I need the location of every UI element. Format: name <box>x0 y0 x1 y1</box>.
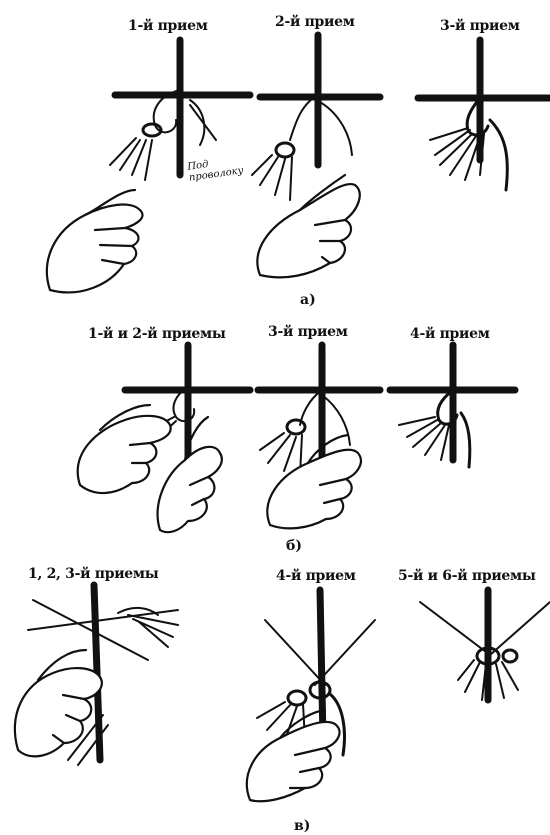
row-a-label-1: 1-й прием <box>128 18 208 34</box>
row-a-label-3: 3-й прием <box>440 18 520 34</box>
row-b-figure-2 <box>250 345 380 535</box>
row-b-figure-1 <box>70 345 250 535</box>
row-a-figure-3 <box>410 40 550 200</box>
row-b-figure-3 <box>385 345 515 475</box>
row-c-figure-3 <box>410 590 550 710</box>
row-c-label-3: 5-й и 6-й приемы <box>398 568 536 584</box>
row-c-label-2: 4-й прием <box>276 568 356 584</box>
row-b-label-2: 3-й прием <box>268 324 348 340</box>
row-b-label-3: 4-й прием <box>410 326 490 342</box>
row-b-label-1: 1-й и 2-й приемы <box>88 326 226 342</box>
row-c-label-1: 1, 2, 3-й приемы <box>28 566 159 582</box>
row-a-label-2: 2-й прием <box>275 14 355 30</box>
row-a-letter: а) <box>300 292 316 308</box>
row-c-figure-1 <box>8 585 193 775</box>
row-c-figure-2 <box>225 590 375 810</box>
row-c-letter: в) <box>294 818 310 834</box>
row-b-letter: б) <box>286 538 302 554</box>
row-a-figure-2 <box>240 35 390 285</box>
